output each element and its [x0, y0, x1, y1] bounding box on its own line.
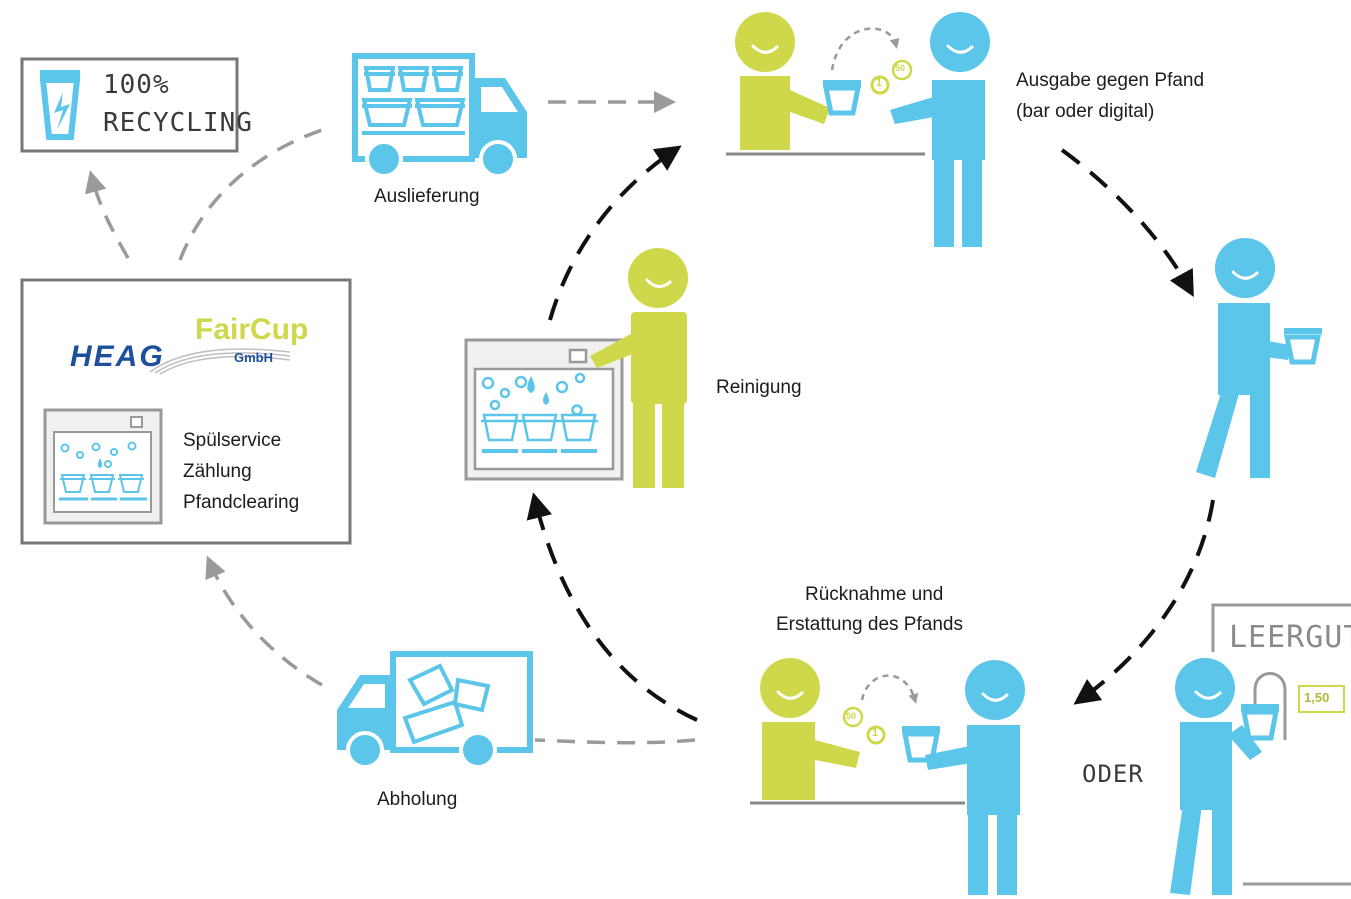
arrow-clearing-to-delivery [178, 126, 329, 261]
arrow-pickup-to-clearing [205, 555, 323, 687]
coin-fifty-icon [891, 59, 913, 81]
gmbh-label: GmbH [234, 350, 273, 365]
recycling-line2: RECYCLING [103, 108, 253, 138]
dishwasher-small-icon [43, 408, 163, 525]
cup-icon-return [901, 726, 941, 763]
label-pickup: Abholung [377, 789, 458, 810]
arrow-return-to-cleaning [526, 492, 698, 722]
recycling-cup-icon [39, 70, 81, 140]
exchange-arrow [830, 27, 900, 71]
arrow-customer-to-return [1073, 499, 1215, 705]
black-cycle-arrows [526, 145, 1215, 722]
customer-with-cup-figure [1196, 238, 1322, 478]
clearing-center-box [20, 278, 352, 545]
reverse-vending-machine [1170, 603, 1351, 895]
coin-one-label: 1 [876, 77, 883, 89]
recycling-line1: 100% [103, 70, 170, 100]
service-zaehlung: Zählung [183, 461, 252, 482]
machine-title: LEERGUT [1229, 620, 1351, 655]
customer-figure-issue [890, 12, 990, 247]
heag-logo-swoosh [149, 348, 291, 375]
label-issue-line2: (bar oder digital) [1016, 101, 1155, 122]
service-spuelservice: Spülservice [183, 430, 282, 451]
vendor-figure [735, 12, 830, 150]
arrow-cleaning-to-issue [548, 145, 682, 321]
label-cleaning: Reinigung [716, 377, 802, 398]
vendor-figure-return [760, 658, 860, 800]
exchange-arrow-return [860, 674, 919, 704]
coin-fifty-label: 50 [895, 63, 906, 73]
customer-at-machine-figure [1170, 658, 1262, 895]
arrow-issue-to-customer [1060, 148, 1194, 298]
coin-one-icon [870, 75, 890, 95]
faircup-logo: FairCup [195, 313, 308, 347]
heag-logo: HEAG [70, 340, 165, 373]
return-scene [750, 658, 1025, 895]
faircup-wordmark: FairCup [195, 313, 309, 346]
delivery-truck-icon [352, 53, 527, 178]
arrow-to-recycling [84, 170, 130, 259]
pickup-truck-icon [337, 651, 533, 769]
coin-one-label-return: 1 [872, 727, 879, 739]
label-issue-line1: Ausgabe gegen Pfand [1016, 70, 1205, 91]
coin-one-icon-return [866, 725, 886, 745]
coin-fifty-icon-return [842, 706, 864, 728]
label-delivery: Auslieferung [374, 186, 480, 207]
machine-amount: 1,50 [1304, 690, 1330, 705]
cleaning-staff-figure [590, 248, 688, 488]
gray-flow-arrows [84, 91, 696, 745]
service-pfandclearing: Pfandclearing [183, 492, 300, 513]
arrow-return-to-pickup [534, 738, 696, 745]
label-or: ODER [1082, 760, 1144, 788]
label-return-line1: Rücknahme und [805, 584, 944, 605]
customer-figure-return [925, 660, 1025, 895]
coin-fifty-label-return: 50 [846, 711, 857, 721]
issue-scene [726, 12, 990, 247]
cup-icon [822, 80, 862, 116]
label-return-line2: Erstattung des Pfands [776, 614, 963, 635]
recycling-box [20, 57, 239, 153]
